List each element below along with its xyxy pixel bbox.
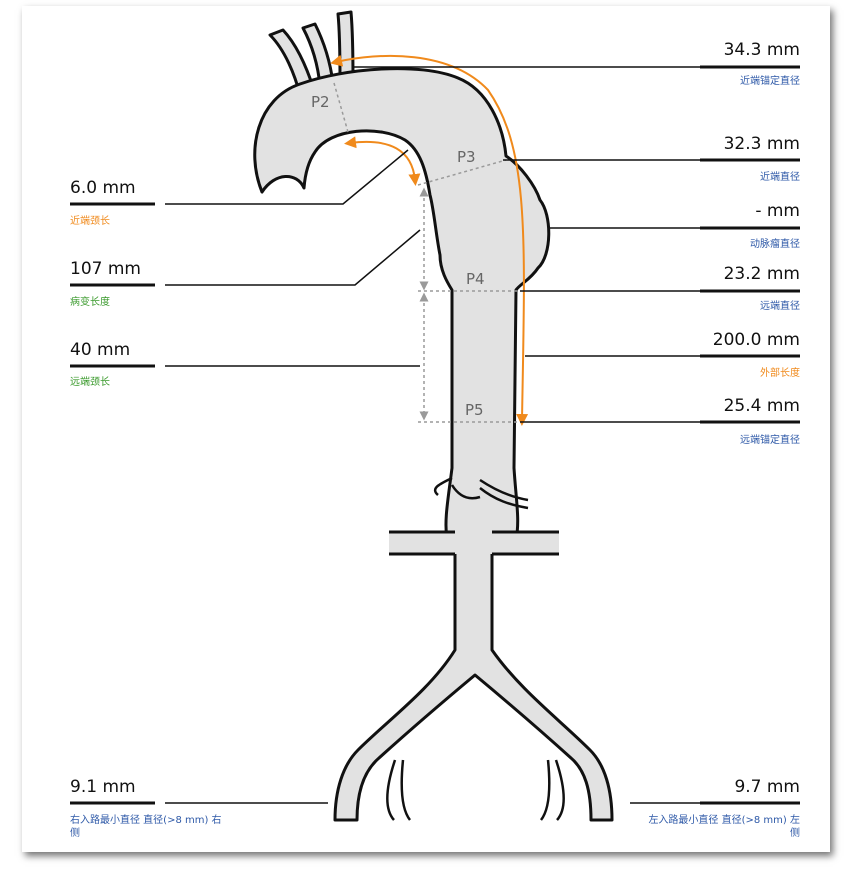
- point-label-p5: P5: [465, 401, 484, 419]
- outer-length-value: 200.0 mm: [712, 330, 800, 350]
- orange-arrows: [330, 54, 529, 426]
- distal-neck-length-label: 远端颈长: [70, 377, 110, 388]
- distal-diameter-value: 23.2 mm: [723, 264, 800, 284]
- outer-length-label: 外部长度: [760, 368, 800, 379]
- leader-lines: [165, 66, 700, 804]
- left-access-min-diameter-value: 9.7 mm: [734, 777, 800, 797]
- distal-diameter-label: 远端直径: [760, 301, 800, 312]
- value-underlines: [70, 65, 800, 805]
- aneurysm-diameter-label: 动脉瘤直径: [750, 239, 800, 250]
- distal-seal-diameter-label: 远端锚定直径: [740, 435, 800, 446]
- vessel: [253, 10, 614, 822]
- proximal-neck-length-label: 近端颈长: [70, 216, 110, 227]
- point-label-p3: P3: [457, 148, 476, 166]
- proximal-diameter-label: 近端直径: [760, 172, 800, 183]
- right-access-min-diameter-value: 9.1 mm: [70, 777, 136, 797]
- right-access-min-diameter-label: 右入路最小直径 直径(>8 mm) 右侧: [70, 815, 222, 839]
- proximal-diameter-value: 32.3 mm: [723, 134, 800, 154]
- distal-seal-diameter-value: 25.4 mm: [723, 396, 800, 416]
- aneurysm-diameter-value: - mm: [755, 201, 800, 221]
- lesion-length-value: 107 mm: [70, 259, 141, 279]
- point-label-p2: P2: [311, 93, 330, 111]
- proximal-seal-diameter-label: 近端锚定直径: [740, 76, 800, 87]
- point-label-p4: P4: [466, 270, 485, 288]
- proximal-neck-length-value: 6.0 mm: [70, 178, 136, 198]
- left-access-min-diameter-label: 左入路最小直径 直径(>8 mm) 左侧: [648, 815, 800, 839]
- proximal-seal-diameter-value: 34.3 mm: [723, 40, 800, 60]
- lesion-length-label: 病变长度: [70, 297, 110, 308]
- distal-neck-length-value: 40 mm: [70, 340, 131, 360]
